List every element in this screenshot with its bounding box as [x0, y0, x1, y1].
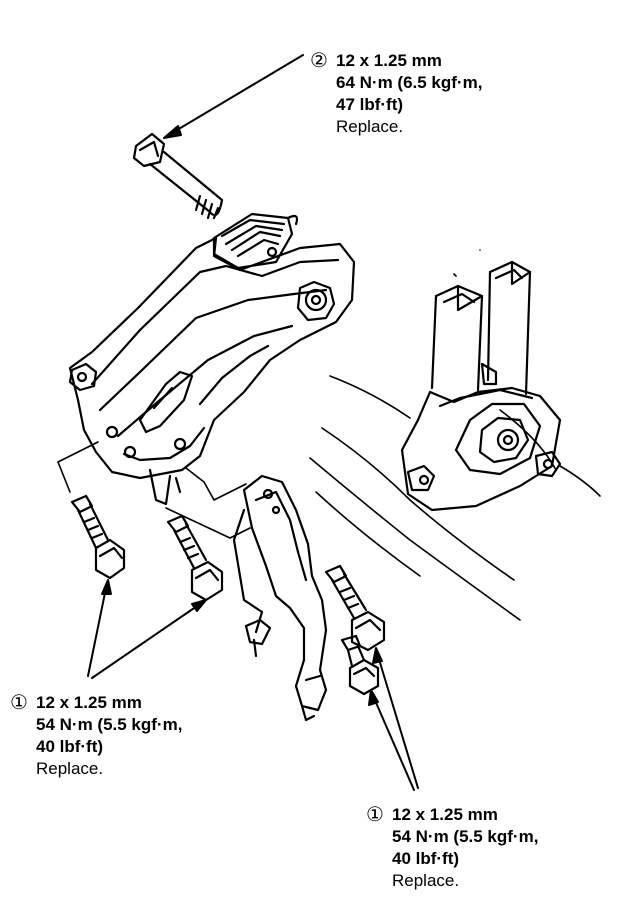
arrowhead-left-2 [191, 599, 207, 612]
callout-torque-line1: 54 N·m (5.5 kgf·m, [392, 827, 539, 846]
arrowhead-right-1 [372, 647, 383, 664]
leader-left-1 [87, 587, 107, 677]
leader-right-2 [373, 697, 415, 791]
callout-note: Replace. [392, 871, 460, 890]
callout-size: 12 x 1.25 mm [36, 693, 142, 712]
arrowhead-left-1 [101, 579, 112, 595]
callout-torque-line2: 40 lbf·ft) [36, 737, 104, 756]
arrowhead-top [163, 125, 182, 139]
callout-size: 12 x 1.25 mm [392, 805, 498, 824]
callout-marker: ② [310, 50, 328, 72]
main-bracket [68, 236, 356, 506]
bolt-top [132, 132, 224, 220]
callout-torque-line2: 47 lbf·ft) [336, 95, 404, 114]
bolt-right-1 [324, 564, 386, 652]
callout-top-bolt: ② 12 x 1.25 mm 64 N·m (6.5 kgf·m, 47 lbf… [310, 50, 483, 138]
arrowhead-right-2 [368, 689, 379, 706]
engine-mount [400, 260, 562, 512]
bolt-lower-left-1 [70, 494, 126, 580]
callout-torque-line1: 54 N·m (5.5 kgf·m, [36, 715, 183, 734]
callout-left-bolts: ① 12 x 1.25 mm 54 N·m (5.5 kgf·m, 40 lbf… [10, 692, 183, 780]
callout-note: Replace. [336, 117, 404, 136]
frame-contours [309, 249, 601, 621]
callout-right-bolts: ① 12 x 1.25 mm 54 N·m (5.5 kgf·m, 40 lbf… [366, 804, 539, 892]
callout-size: 12 x 1.25 mm [336, 51, 442, 70]
callout-torque-line2: 40 lbf·ft) [392, 849, 460, 868]
reference-lines [57, 441, 251, 539]
callout-marker: ① [10, 692, 28, 714]
leader-arrows [87, 54, 419, 791]
callout-marker: ① [366, 804, 384, 826]
leader-top [171, 54, 304, 134]
leader-right-1 [377, 655, 419, 789]
bolt-lower-left-2 [166, 514, 224, 602]
upper-cushion [212, 212, 299, 270]
callout-torque-line1: 64 N·m (6.5 kgf·m, [336, 73, 483, 92]
leader-left-2 [91, 603, 201, 679]
bolt-right-2 [340, 634, 380, 696]
callout-note: Replace. [36, 759, 104, 778]
lower-link-bracket [232, 474, 328, 722]
